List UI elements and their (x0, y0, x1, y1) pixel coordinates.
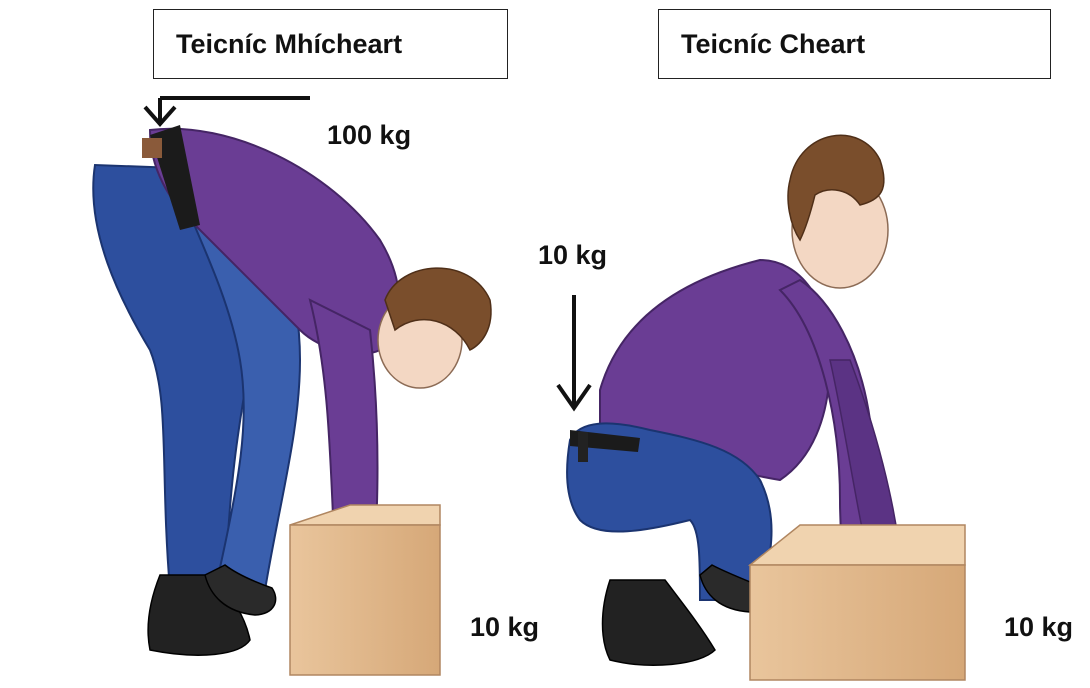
label-correct-technique: Teicníc Cheart (658, 9, 1051, 79)
force-arrow-incorrect (145, 98, 310, 124)
weight-back-load-correct: 10 kg (538, 240, 607, 271)
box-left (290, 505, 440, 675)
box-right (750, 525, 965, 680)
weight-back-load-incorrect: 100 kg (323, 118, 415, 153)
label-correct-text: Teicníc Cheart (681, 29, 865, 60)
weight-box-left: 10 kg (470, 612, 539, 643)
force-arrow-correct (558, 295, 590, 408)
label-incorrect-text: Teicníc Mhícheart (176, 29, 402, 60)
label-incorrect-technique: Teicníc Mhícheart (153, 9, 508, 79)
shoe-right-back (603, 580, 716, 665)
weight-box-right: 10 kg (1004, 612, 1073, 643)
